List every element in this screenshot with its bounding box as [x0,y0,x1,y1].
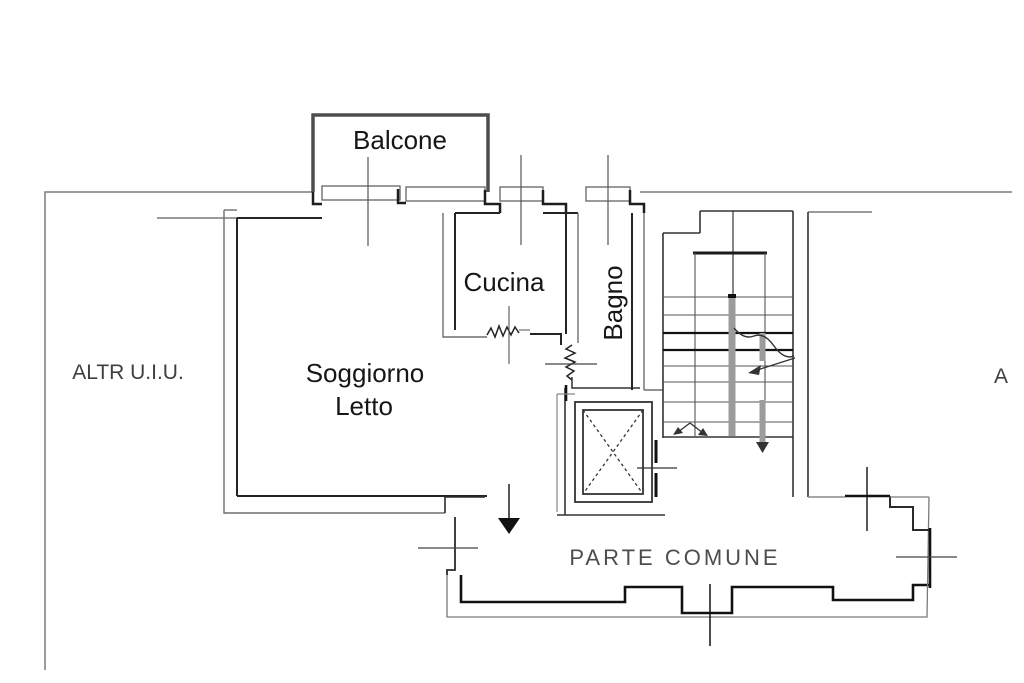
elevator-cab [582,409,644,495]
window-wall-stubs [311,189,646,213]
room-cucina [442,212,578,364]
stair-rail [759,400,766,442]
door-squiggle-icon [486,323,520,340]
staircase-steps [663,296,793,423]
balcony-wall [311,113,490,192]
entrance-arrow-icon [498,518,520,534]
window-icon [321,185,401,201]
room-balcone [311,113,490,192]
door-squiggle-icon [563,344,577,381]
room-bagno [545,213,663,391]
label-letto: Letto [335,391,393,421]
window-center-ticks [367,155,609,246]
label-parte-comune: PARTE COMUNE [569,545,780,570]
stair-arrow-icon [748,365,761,375]
label-bagno: Bagno [598,265,628,340]
stair-rail [759,333,766,361]
label-balcone: Balcone [353,125,447,155]
stairwell [662,210,809,497]
stair-divider [728,296,736,436]
property-boundary [44,191,1012,670]
label-adjacent-partial: A [994,365,1008,388]
elevator [556,385,677,516]
stair-break-line [733,327,795,358]
label-cucina: Cucina [464,267,545,297]
stair-direction-arrows [673,422,708,436]
label-soggiorno: Soggiorno [306,358,425,388]
elevator-shaft [574,401,653,503]
common-area [418,467,957,646]
elevator-x-icon [582,409,644,495]
window-icon [405,186,486,202]
label-altr-uiu: ALTR U.I.U. [72,361,184,384]
room-soggiorno [223,209,487,514]
stair-arrow-icon [756,442,769,453]
